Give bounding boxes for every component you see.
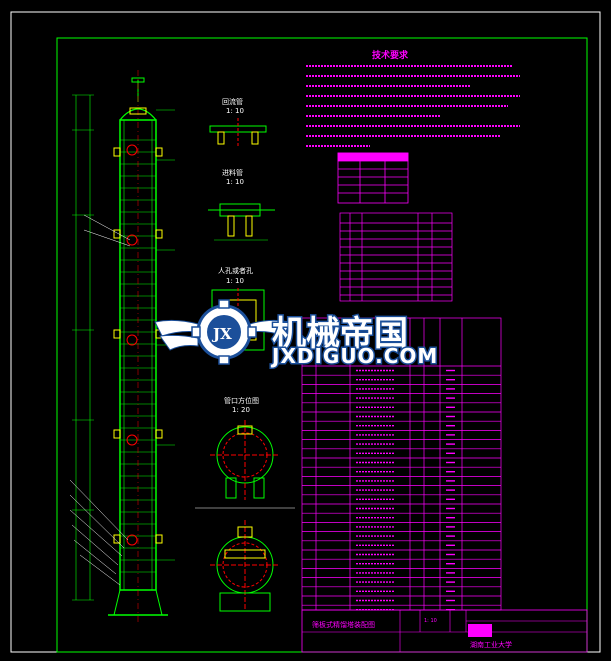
technical-requirements: 技术要求 [306,49,520,147]
nozzle-orientation-label: 管口方位图 [224,396,259,405]
scale-value: 1: 10 [424,618,437,624]
reflux-pipe-label: 回流管 [222,97,243,106]
feed-pipe-label: 进料管 [222,168,243,177]
title-block: 筛板式精馏塔装配图 1: 10 湖南工业大学 [301,609,588,653]
small-spec-table [337,152,409,204]
feed-pipe-detail: 进料管 1: 10 [208,168,275,241]
institution-name: 湖南工业大学 [470,640,512,649]
manhole-scale: 1: 10 [226,277,244,285]
manhole-label: 人孔或者孔 [218,266,253,275]
technical-requirements-title: 技术要求 [372,49,409,61]
distillation-column [69,70,175,625]
nozzle-table [339,212,453,302]
reflux-pipe-scale: 1: 10 [226,107,244,115]
nozzle-orientation-detail: 管口方位图 1: 20 [195,396,295,612]
parts-list-table [301,317,502,611]
watermark: JX 机械帝国 JXDIGUO.COM [154,299,439,370]
nozzle-orientation-scale: 1: 20 [232,406,250,414]
watermark-cn-text: 机械帝国 [272,314,408,354]
drawing-name: 筛板式精馏塔装配图 [312,620,375,629]
watermark-logo-letters: JX [211,325,232,343]
reflux-pipe-detail: 回流管 1: 10 [209,97,267,148]
feed-pipe-scale: 1: 10 [226,178,244,186]
watermark-en-text: JXDIGUO.COM [270,344,438,368]
